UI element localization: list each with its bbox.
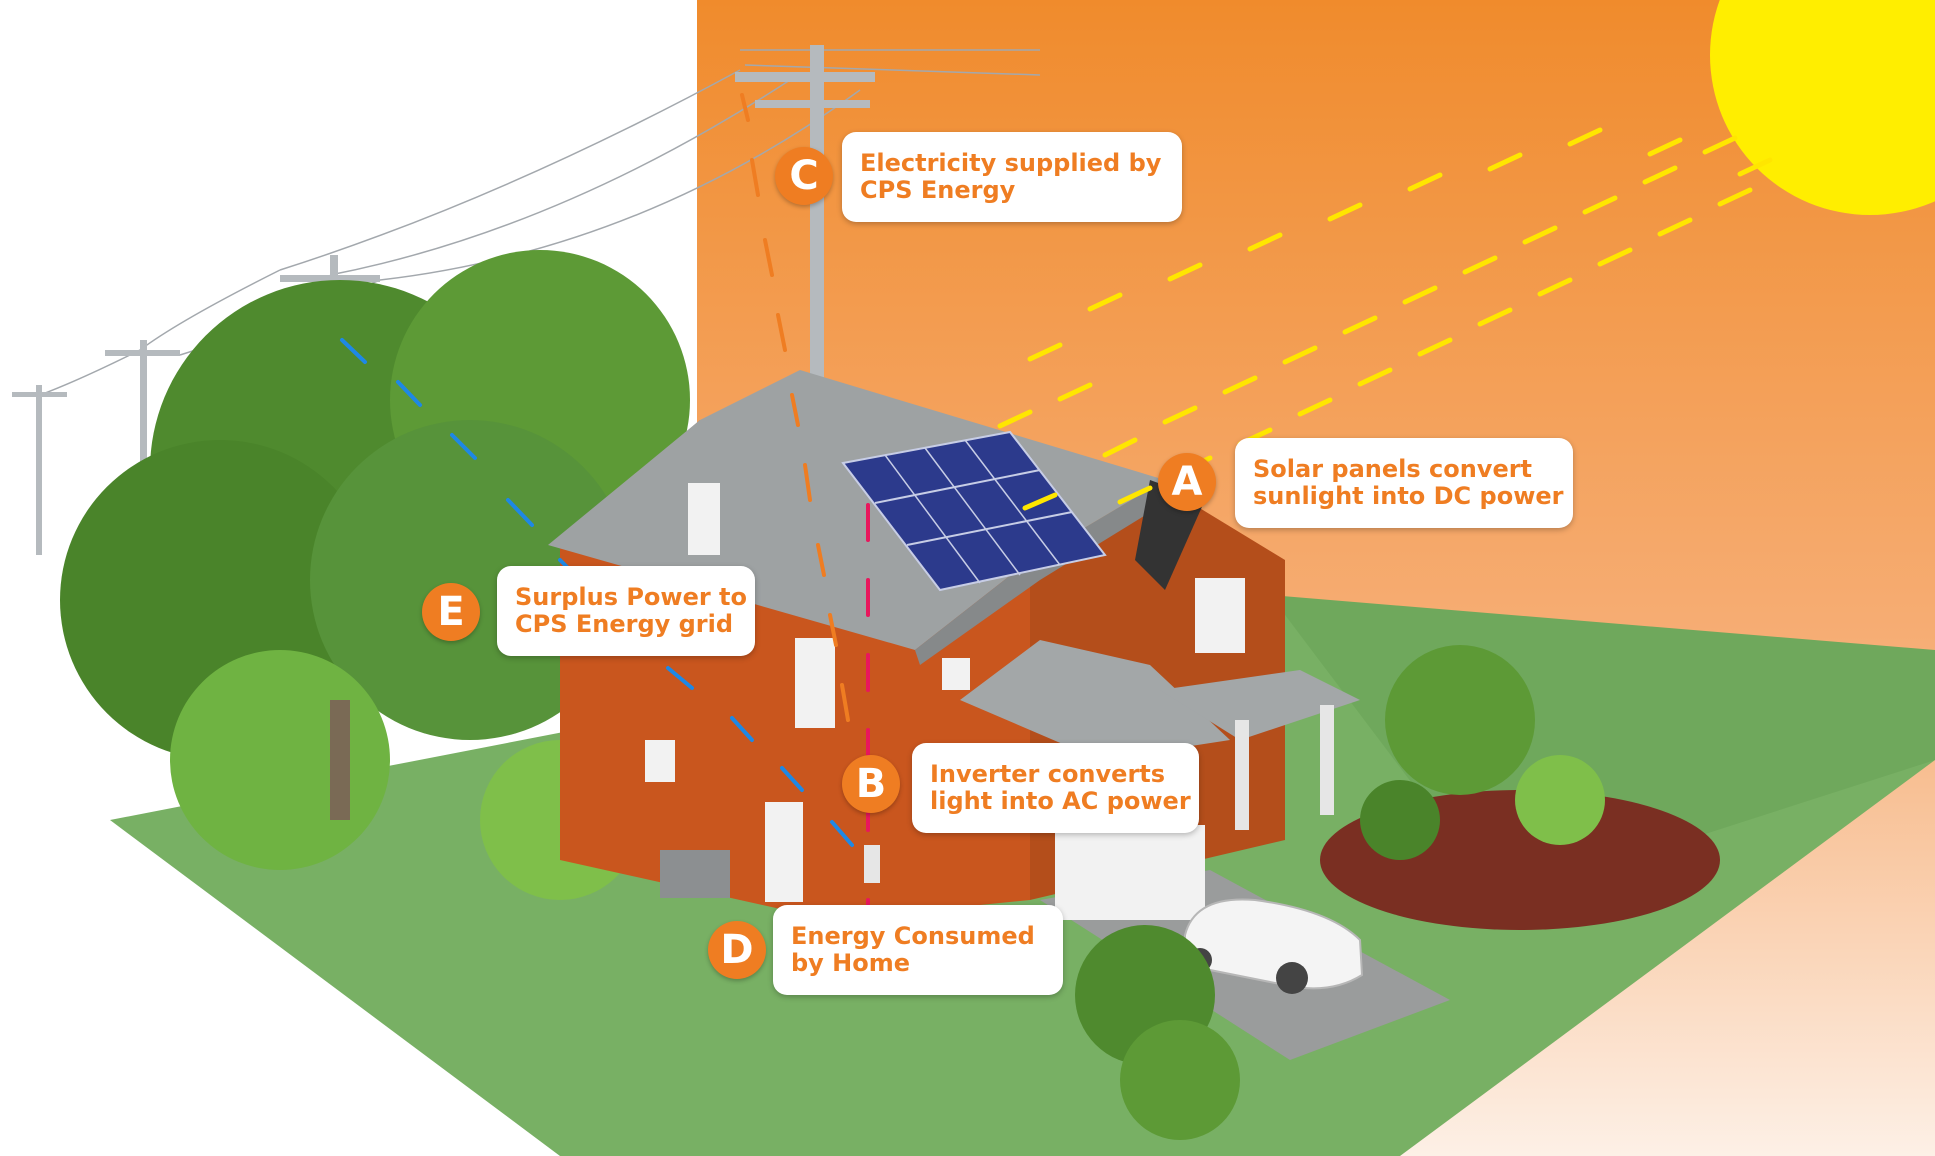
callout-c-label: Electricity supplied by CPS Energy xyxy=(842,132,1182,222)
callout-e-line-1: Surplus Power to xyxy=(515,583,748,611)
grid-supply-arrows xyxy=(740,93,850,722)
callout-e-label: Surplus Power to CPS Energy grid xyxy=(497,566,755,656)
solar-panel-icon xyxy=(841,430,1107,592)
callout-a-badge: A xyxy=(1158,453,1216,511)
tree-icon xyxy=(60,250,690,900)
shrubs xyxy=(1075,645,1605,1140)
power-lines xyxy=(39,49,1041,396)
callout-a-line-1: Solar panels convert xyxy=(1253,455,1533,483)
callout-e-badge: E xyxy=(422,583,480,641)
callout-a-line-2: sunlight into DC power xyxy=(1253,482,1564,510)
callout-d-badge: D xyxy=(708,921,766,979)
callout-b-line-2: light into AC power xyxy=(930,787,1191,815)
ac-unit-icon xyxy=(660,850,730,898)
sunlight-arrows xyxy=(997,127,1773,511)
callout-e-line-2: CPS Energy grid xyxy=(515,610,734,638)
callout-b-label: Inverter converts light into AC power xyxy=(912,743,1199,833)
callout-d-label: Energy Consumed by Home xyxy=(773,905,1063,995)
callout-c-line-2: CPS Energy xyxy=(860,176,1016,204)
callout-d-line-2: by Home xyxy=(791,949,911,977)
callout-d-line-1: Energy Consumed xyxy=(791,922,1035,950)
callout-a-label: Solar panels convert sunlight into DC po… xyxy=(1235,438,1573,528)
callout-b-line-1: Inverter converts xyxy=(930,760,1166,788)
callout-c-badge: C xyxy=(775,147,833,205)
callout-c-line-1: Electricity supplied by xyxy=(860,149,1162,177)
callout-b-badge: B xyxy=(842,755,900,813)
inverter-icon xyxy=(864,845,880,883)
